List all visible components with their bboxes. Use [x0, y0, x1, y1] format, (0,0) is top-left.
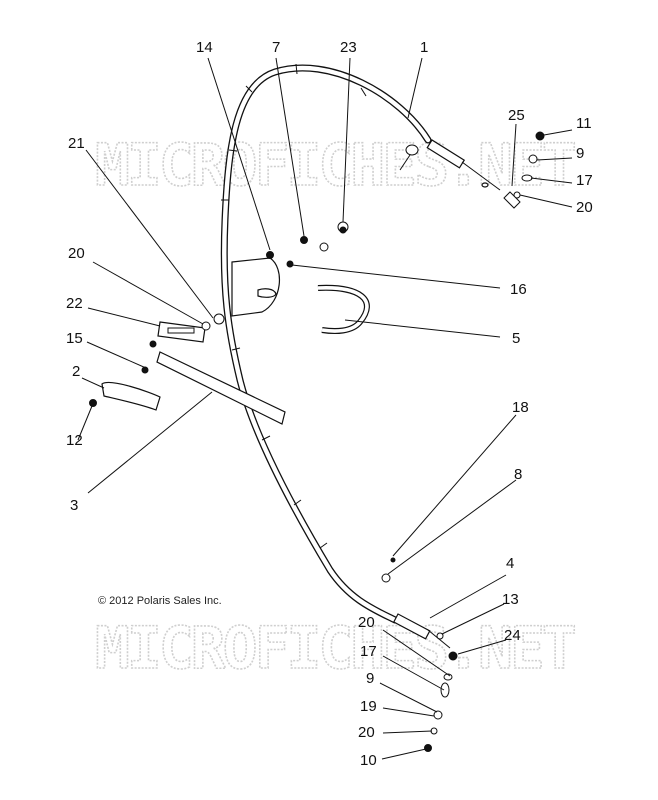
- callout-10: 10: [360, 752, 377, 769]
- callout-19: 19: [360, 698, 377, 715]
- callout-8: 8: [514, 466, 522, 483]
- callout-20-left: 20: [68, 245, 85, 262]
- callout-24: 24: [504, 627, 521, 644]
- leader-lines: [77, 57, 573, 760]
- callout-2: 2: [72, 363, 80, 380]
- callouts: 1 23 7 14 21 25 11 9 17 20 20 16 22 5 15…: [66, 39, 593, 769]
- copyright-notice: © 2012 Polaris Sales Inc.: [98, 595, 222, 607]
- callout-9-bottom: 9: [366, 670, 374, 687]
- callout-17-top: 17: [576, 172, 593, 189]
- callout-3: 3: [70, 497, 78, 514]
- lever-bar: [156, 351, 286, 425]
- hardware: [89, 131, 545, 752]
- callout-21: 21: [68, 135, 85, 152]
- callout-13: 13: [502, 591, 519, 608]
- callout-20-bottom: 20: [358, 724, 375, 741]
- callout-4: 4: [506, 555, 514, 572]
- callout-16: 16: [510, 281, 527, 298]
- callout-23: 23: [340, 39, 357, 56]
- cable-assembly: [220, 63, 501, 649]
- bracket-plate: [231, 257, 281, 317]
- callout-12: 12: [66, 432, 83, 449]
- callout-18: 18: [512, 399, 529, 416]
- callout-7: 7: [272, 39, 280, 56]
- callout-25: 25: [508, 107, 525, 124]
- callout-1: 1: [420, 39, 428, 56]
- watermark-top: MICROFICHES.NET: [95, 131, 575, 199]
- callout-11: 11: [576, 115, 592, 132]
- callout-5: 5: [512, 330, 520, 347]
- callout-9-top: 9: [576, 145, 584, 162]
- callout-22: 22: [66, 295, 83, 312]
- callout-20-top: 20: [576, 199, 593, 216]
- block-22: [157, 321, 206, 343]
- callout-17-bottom: 17: [360, 643, 377, 660]
- callout-15: 15: [66, 330, 83, 347]
- callout-14: 14: [196, 39, 213, 56]
- handle: [101, 382, 161, 411]
- watermark-bottom: MICROFICHES.NET: [95, 614, 575, 682]
- callout-20-mid: 20: [358, 614, 375, 631]
